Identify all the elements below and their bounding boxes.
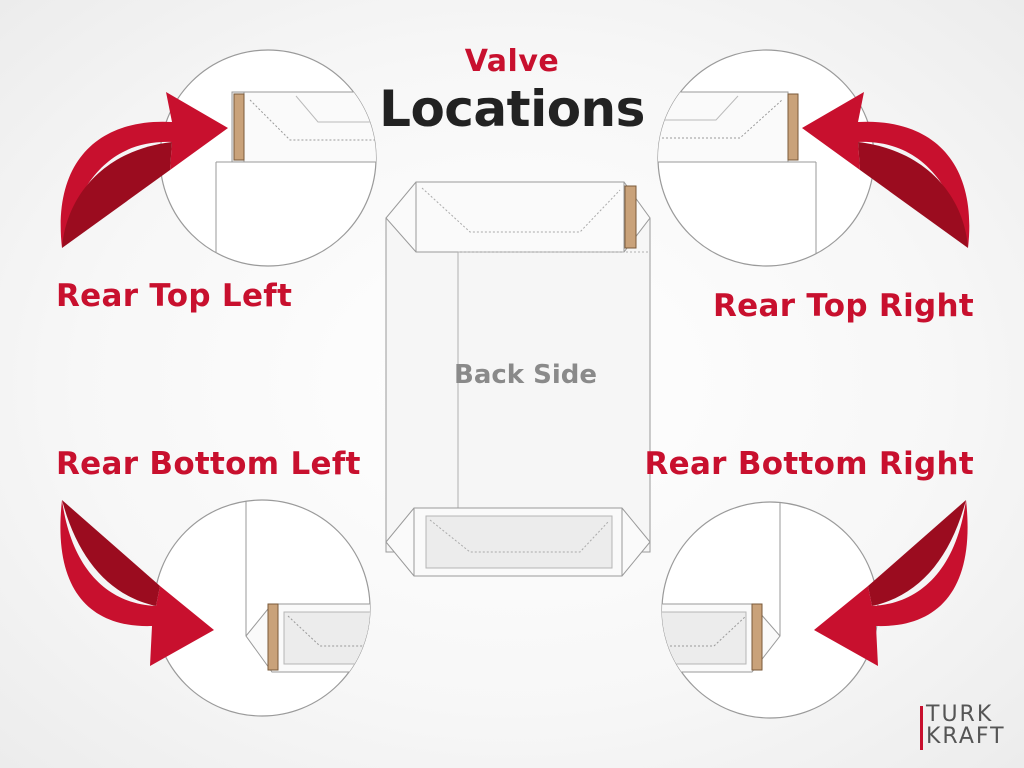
logo-accent-bar [920, 706, 923, 750]
valve-icon [233, 93, 245, 161]
curved-arrow-icon [814, 500, 968, 666]
title-locations: Locations [379, 80, 645, 138]
logo-word-kraft: KRAFT [926, 724, 1006, 749]
curved-arrow-icon [60, 500, 214, 666]
label-rear-top-left: Rear Top Left [56, 278, 293, 314]
title-valve: Valve [464, 44, 560, 79]
valve-icon [624, 185, 637, 249]
valve-icon [267, 603, 279, 671]
curved-arrow-icon [60, 92, 228, 248]
back-side-label: Back Side [454, 360, 597, 390]
valve-icon [787, 93, 799, 161]
label-rear-bottom-left: Rear Bottom Left [56, 446, 361, 482]
center-bag [385, 181, 651, 577]
curved-arrow-icon [802, 92, 970, 248]
turkkraft-logo: TURK KRAFT [920, 702, 1006, 750]
valve-icon [751, 603, 763, 671]
label-rear-top-right: Rear Top Right [713, 288, 974, 324]
logo-word-turk: TURK [926, 702, 994, 727]
label-rear-bottom-right: Rear Bottom Right [644, 446, 974, 482]
